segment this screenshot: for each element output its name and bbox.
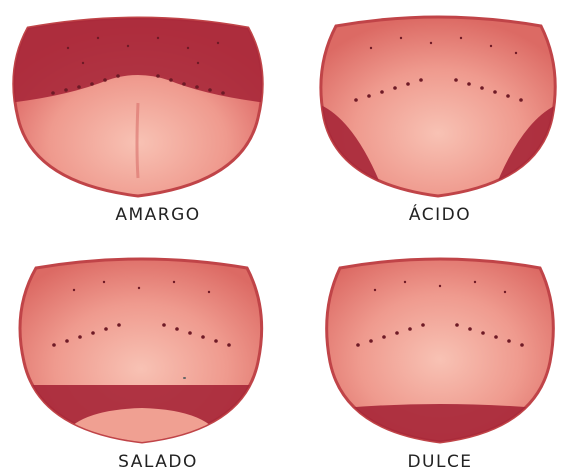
tongue-salado (14, 250, 269, 445)
label-acido: ÁCIDO (320, 205, 560, 225)
label-salado: SALADO (38, 452, 278, 472)
tongue-acido (316, 8, 561, 198)
tongue-amargo (8, 8, 268, 198)
label-dulce: DULCE (320, 452, 560, 472)
tongue-dulce (320, 250, 560, 445)
ink-speck (183, 377, 186, 379)
label-amargo: AMARGO (38, 205, 278, 225)
